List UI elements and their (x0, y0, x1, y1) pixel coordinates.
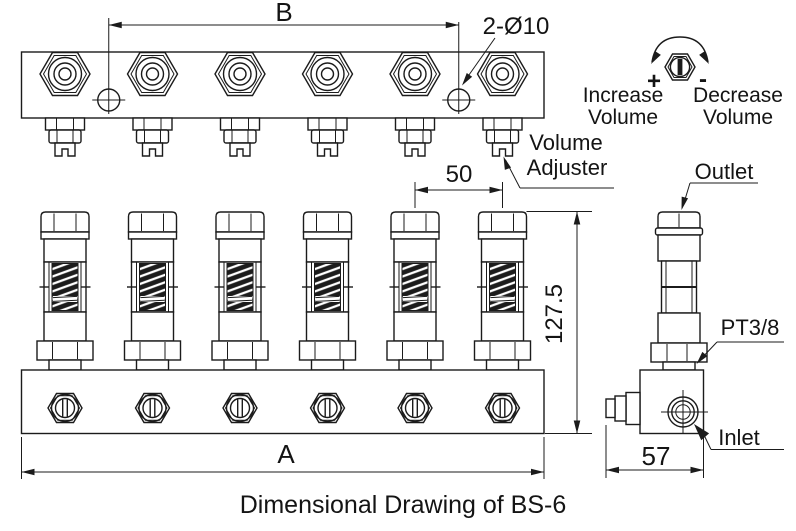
rotation-arc (651, 36, 709, 63)
hole-callout-label: 2-Ø10 (483, 13, 550, 40)
volume-adjuster-fitting (132, 117, 173, 157)
inlet-callout: Inlet (690, 420, 784, 450)
injector (123, 211, 182, 371)
volume-adjuster-fitting (307, 117, 348, 157)
volume-adjuster-label-line2: Adjuster (527, 155, 608, 180)
injector (36, 211, 94, 371)
injector (211, 211, 269, 371)
decrease-volume-label-line2: Volume (703, 106, 773, 129)
dimension-50: 50 (414, 161, 503, 208)
injector (298, 211, 357, 371)
thread-label: PT3/8 (721, 315, 780, 340)
volume-adjuster-fitting (482, 117, 523, 157)
front-view (20, 211, 545, 435)
inlet-port (661, 390, 708, 434)
dimension-b: B (108, 0, 460, 114)
volume-adjuster-fitting (394, 117, 436, 157)
side-view (605, 211, 708, 435)
adjustment-legend: + - Increase Volume Decrease Volume (583, 36, 783, 129)
adjuster-screw-icon (664, 53, 696, 81)
volume-adjuster-label-line1: Volume (529, 130, 602, 155)
inlet-label: Inlet (718, 425, 760, 450)
manifold-block (20, 369, 545, 435)
top-view (20, 51, 545, 157)
thread-callout: PT3/8 (693, 315, 784, 367)
dim-50-label: 50 (446, 161, 473, 188)
side-adjuster-fitting (605, 391, 641, 426)
dim-b-label: B (275, 0, 292, 27)
minus-sign: - (699, 66, 707, 93)
increase-volume-label-line2: Volume (588, 106, 658, 129)
dim-127-5-label: 127.5 (541, 284, 568, 344)
dim-a-label: A (277, 439, 295, 469)
injector (473, 211, 532, 371)
outlet-label: Outlet (695, 159, 754, 184)
hole-callout: 2-Ø10 (459, 13, 550, 88)
drawing-caption: Dimensional Drawing of BS-6 (240, 491, 567, 519)
dimension-57: 57 (605, 425, 704, 478)
volume-adjuster-fitting (44, 117, 86, 157)
volume-adjuster-callout: Volume Adjuster (500, 130, 614, 189)
dim-57-label: 57 (642, 441, 671, 471)
volume-adjuster-fitting (219, 117, 261, 157)
injector (386, 211, 444, 371)
dimension-a: A (21, 437, 545, 479)
outlet-callout: Outlet (678, 159, 758, 211)
dimension-127-5: 127.5 (526, 211, 592, 434)
plus-sign: + (647, 68, 661, 95)
increase-volume-label-line1: Increase (583, 84, 664, 107)
decrease-volume-label-line1: Decrease (693, 84, 783, 107)
